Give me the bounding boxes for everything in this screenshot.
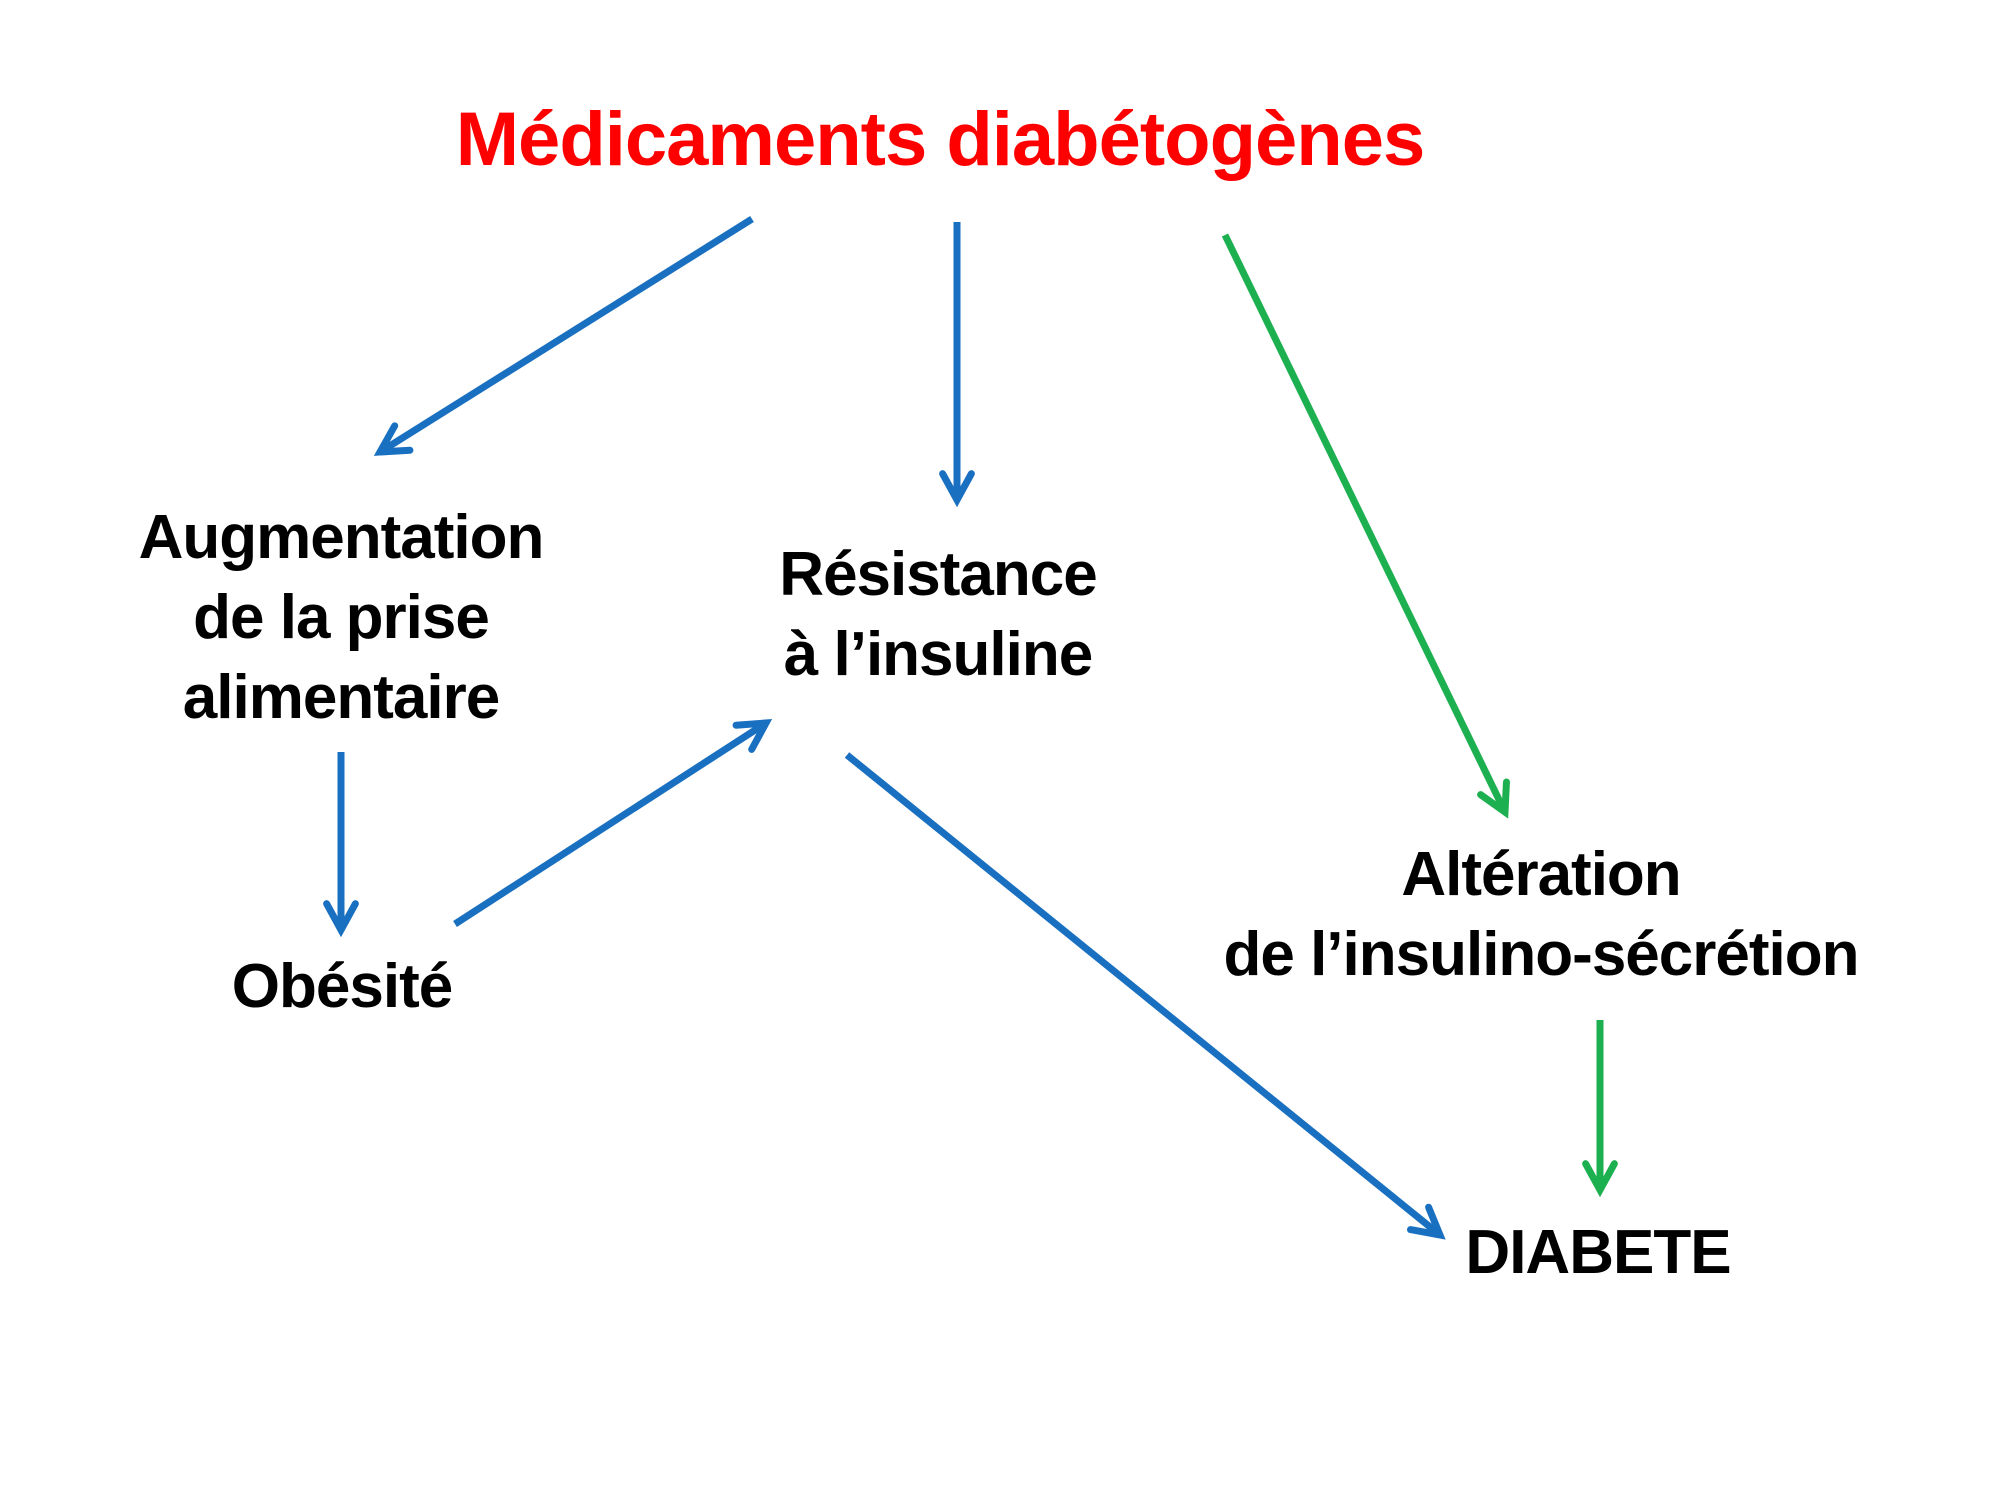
node-line: de la prise [193, 583, 490, 652]
node-line: de l’insulino-sécrétion [1223, 920, 1860, 989]
arrowhead-icon [323, 900, 359, 938]
arrow-alteration-to-diabete [1582, 1020, 1618, 1198]
arrow-augmentation-to-obesite [323, 752, 359, 938]
arrowhead-icon [939, 470, 975, 508]
arrow-meds-to-resistance [939, 222, 975, 508]
node-line: Altération [1401, 840, 1681, 909]
arrow-shaft [1221, 233, 1509, 814]
arrow-obesite-to-resistance [453, 719, 773, 927]
node-line: alimentaire [182, 663, 500, 732]
node-line: Augmentation [138, 503, 545, 572]
node-augmentation-prise-alimentaire: Augmentation de la prise alimentaire [138, 498, 545, 738]
diagram-title: Médicaments diabétogènes [455, 97, 1425, 182]
arrow-shaft [844, 752, 1443, 1238]
arrow-resistance-to-diabete [844, 752, 1446, 1240]
node-diabete: DIABETE [1465, 1213, 1731, 1293]
node-alteration-insulino-secretion: Altération de l’insulino-sécrétion [1223, 835, 1860, 995]
node-resistance-insuline: Résistance à l’insuline [779, 535, 1097, 695]
arrow-shaft [453, 720, 768, 927]
arrowhead-icon [732, 719, 773, 753]
node-line: DIABETE [1465, 1218, 1731, 1287]
arrow-meds-to-alteration [1221, 233, 1510, 819]
node-line: à l’insuline [783, 620, 1093, 689]
node-line: Obésité [231, 952, 453, 1021]
arrowhead-icon [1406, 1203, 1446, 1240]
arrowhead-icon [1582, 1160, 1618, 1198]
arrow-meds-to-augmentation [373, 216, 754, 456]
node-obesite: Obésité [231, 947, 453, 1027]
node-line: Résistance [779, 540, 1097, 609]
arrowhead-icon [373, 422, 414, 456]
arrowhead-icon [1477, 778, 1510, 819]
arrow-shaft [378, 216, 754, 455]
